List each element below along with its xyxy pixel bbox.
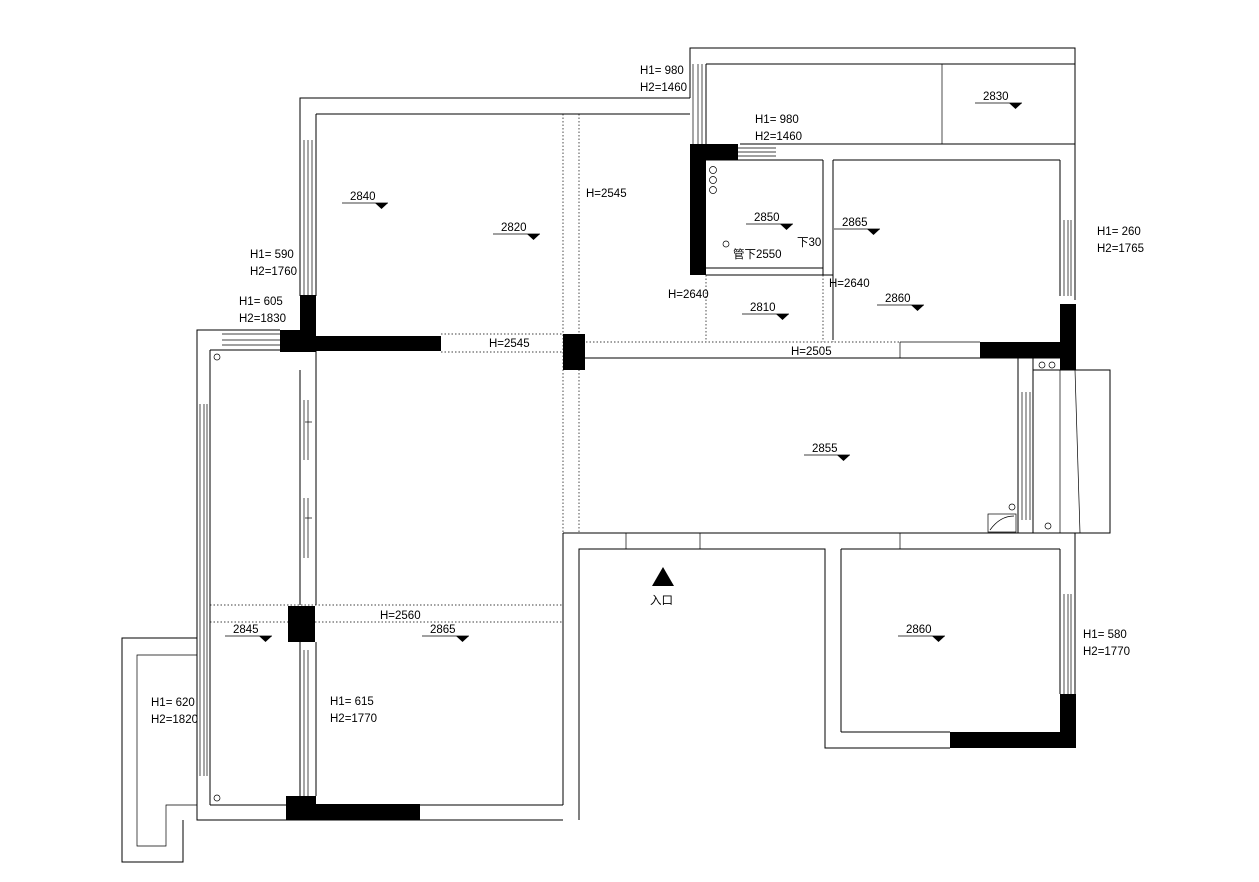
height-mark-2810: 2810 [742,302,789,320]
window-right-h2: H2=1765 [1097,243,1144,255]
window-bottom-mid-h2: H2=1770 [330,713,377,725]
window-kitchen-h1: H1= 980 [755,114,799,126]
beam-label-kitchen-left: H=2640 [668,289,709,301]
window-kitchen-h2: H2=1460 [755,131,802,143]
window-top-left-h1: H1= 980 [640,65,684,77]
outer-walls [121,47,1111,863]
height-2860-top-text: 2860 [885,293,911,305]
window-left-mid-h2: H2=1830 [239,313,286,325]
height-markers: 2840 2820 2830 2850 2865 2860 [225,91,1022,642]
pipe-below-note: 管下2550 [733,247,782,261]
height-mark-2820: 2820 [493,222,540,240]
height-mark-2845: 2845 [225,624,272,642]
height-2865-top-text: 2865 [842,217,868,229]
window-left-mid-h1: H1= 605 [239,296,283,308]
height-2855-text: 2855 [812,443,838,455]
height-mark-2830: 2830 [975,91,1022,109]
window-top-left-h2: H2=1460 [640,82,687,94]
beam-label-bottom: H=2560 [380,610,421,622]
height-2830-text: 2830 [983,91,1009,103]
window-labels: H1= 980 H2=1460 H1= 980 H2=1460 H1= 260 … [151,65,1144,726]
height-mark-2850: 2850 [746,212,793,230]
height-2850-text: 2850 [754,212,780,224]
height-2865-bottom-text: 2865 [430,624,456,636]
notes: 管下2550 下30 入口 [650,237,821,607]
beam-labels: H=2545 H=2545 H=2640 H=2640 H=2505 H=256… [380,188,870,622]
height-2860-bottom-text: 2860 [906,624,932,636]
window-bottom-mid-h1: H1= 615 [330,696,374,708]
height-2845-text: 2845 [233,624,259,636]
entrance-arrow-icon [652,567,674,586]
window-bottom-left-h1: H1= 620 [151,697,195,709]
height-mark-2855: 2855 [804,443,850,461]
beam-label-top-room: H=2545 [586,188,627,200]
structural-columns [280,144,1076,820]
window-left-upper-h1: H1= 590 [250,249,294,261]
window-bottom-left-h2: H2=1820 [151,714,198,726]
beam-label-kitchen-right: H=2640 [829,278,870,290]
height-mark-2865-top: 2865 [834,217,880,235]
beam-label-middle: H=2505 [791,346,832,358]
height-2820-text: 2820 [501,222,527,234]
fixtures [213,166,1056,802]
window-right-h1: H1= 260 [1097,226,1141,238]
window-openings [199,64,1072,796]
window-left-upper-h2: H2=1760 [250,266,297,278]
height-mark-2840: 2840 [342,191,388,209]
window-bottom-right-h2: H2=1770 [1083,646,1130,658]
entrance-label: 入口 [650,594,673,607]
height-mark-2860-top: 2860 [877,293,924,311]
beam-lines [210,114,900,623]
height-mark-2865-bottom: 2865 [422,624,469,642]
drop-note: 下30 [797,237,821,249]
beam-label-left: H=2545 [489,338,530,350]
height-2840-text: 2840 [350,191,376,203]
window-bottom-right-h1: H1= 580 [1083,629,1127,641]
height-mark-2860-bottom: 2860 [898,624,945,642]
height-2810-text: 2810 [750,302,776,314]
